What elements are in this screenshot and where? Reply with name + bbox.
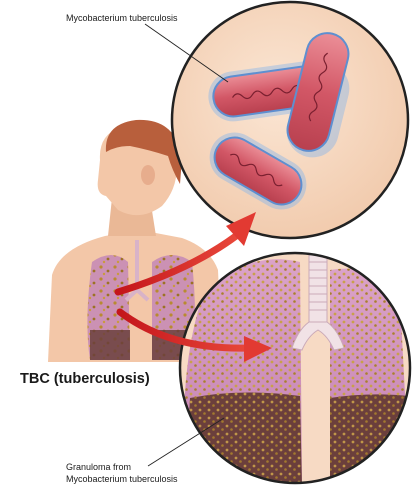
granuloma-label-line1: Granuloma from bbox=[66, 462, 131, 472]
bacteria-magnification bbox=[172, 2, 408, 238]
bacterium-label: Mycobacterium tuberculosis bbox=[66, 13, 178, 23]
lungs-magnification bbox=[180, 253, 410, 488]
granuloma-label-line2: Mycobacterium tuberculosis bbox=[66, 474, 178, 484]
diagram-title: TBC (tuberculosis) bbox=[20, 371, 150, 387]
